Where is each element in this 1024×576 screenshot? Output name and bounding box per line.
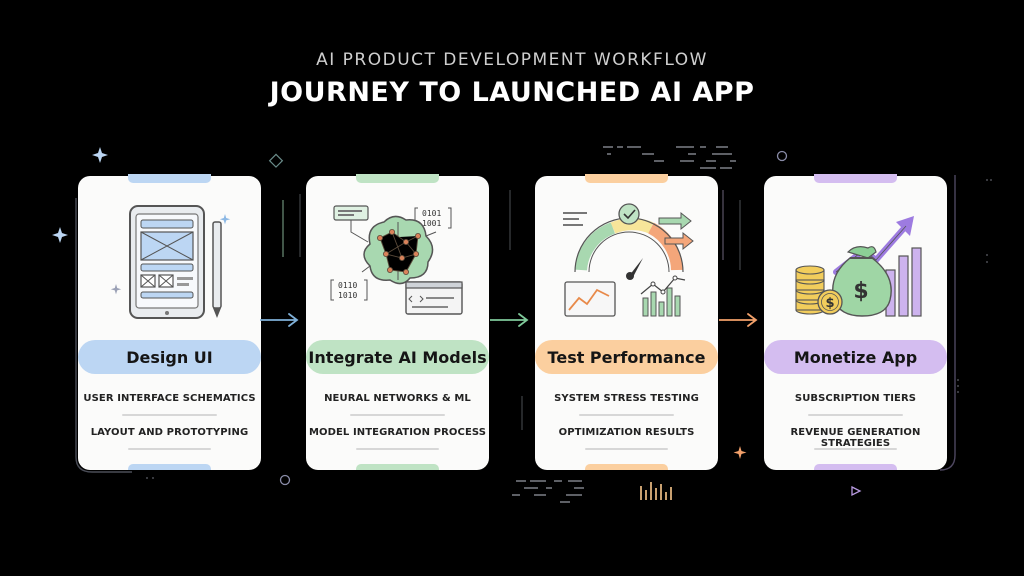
sparkle-icon (52, 227, 68, 243)
sparkle-icon (92, 147, 108, 163)
step-label-pill: Design UI (78, 340, 261, 374)
circle-shape (279, 474, 291, 486)
svg-text:$: $ (853, 279, 868, 304)
step-detail: USER INTERFACE SCHEMATICS (83, 393, 256, 404)
step-detail: SYSTEM STRESS TESTING (554, 393, 699, 404)
step-card-design-ui: Design UI USER INTERFACE SCHEMATICS LAYO… (78, 174, 261, 470)
svg-text:$: $ (825, 296, 834, 311)
circle-shape (776, 150, 788, 162)
tablet-wireframe-icon (110, 205, 231, 319)
step-label-pill: Test Performance (535, 340, 718, 374)
flow-arrow-icon (719, 313, 758, 327)
workflow-title: JOURNEY TO LAUNCHED AI APP (269, 77, 755, 108)
step-detail: REVENUE GENERATION STRATEGIES (790, 427, 921, 449)
workflow-subtitle: AI PRODUCT DEVELOPMENT WORKFLOW (316, 50, 708, 70)
sparkle-icon (219, 214, 231, 225)
sparkle-icon (110, 284, 122, 295)
step-label-pill: Integrate AI Models (306, 340, 489, 374)
diamond-shape (268, 153, 284, 168)
step-detail: NEURAL NETWORKS & ML (324, 393, 471, 404)
sparkle-icon (733, 446, 747, 459)
flow-arrow-icon (260, 313, 299, 327)
step-detail: OPTIMIZATION RESULTS (558, 427, 695, 438)
svg-text:1001: 1001 (422, 219, 441, 228)
step-card-integrate-ai-models: 0101 1001 0110 1010 Integrate AI Models … (306, 174, 489, 470)
step-detail: SUBSCRIPTION TIERS (794, 393, 917, 404)
neural-brain-icon: 0101 1001 0110 1010 (330, 205, 463, 315)
money-bag-growth-icon: $ $ (795, 216, 922, 317)
step-detail: LAYOUT AND PROTOTYPING (90, 427, 249, 438)
step-detail: MODEL INTEGRATION PROCESS (308, 427, 487, 438)
triangle-shape (851, 485, 862, 497)
svg-text:0110: 0110 (338, 281, 357, 290)
svg-text:0101: 0101 (422, 209, 441, 218)
step-card-monetize-app: $ $ Monetize App SUBSCRIPTION TIERS REVE… (764, 174, 947, 470)
flow-arrow-icon (490, 313, 529, 327)
step-card-test-performance: Test Performance SYSTEM STRESS TESTING O… (535, 174, 718, 470)
svg-text:1010: 1010 (338, 291, 357, 300)
speed-gauge-icon (563, 203, 694, 317)
step-label-pill: Monetize App (764, 340, 947, 374)
